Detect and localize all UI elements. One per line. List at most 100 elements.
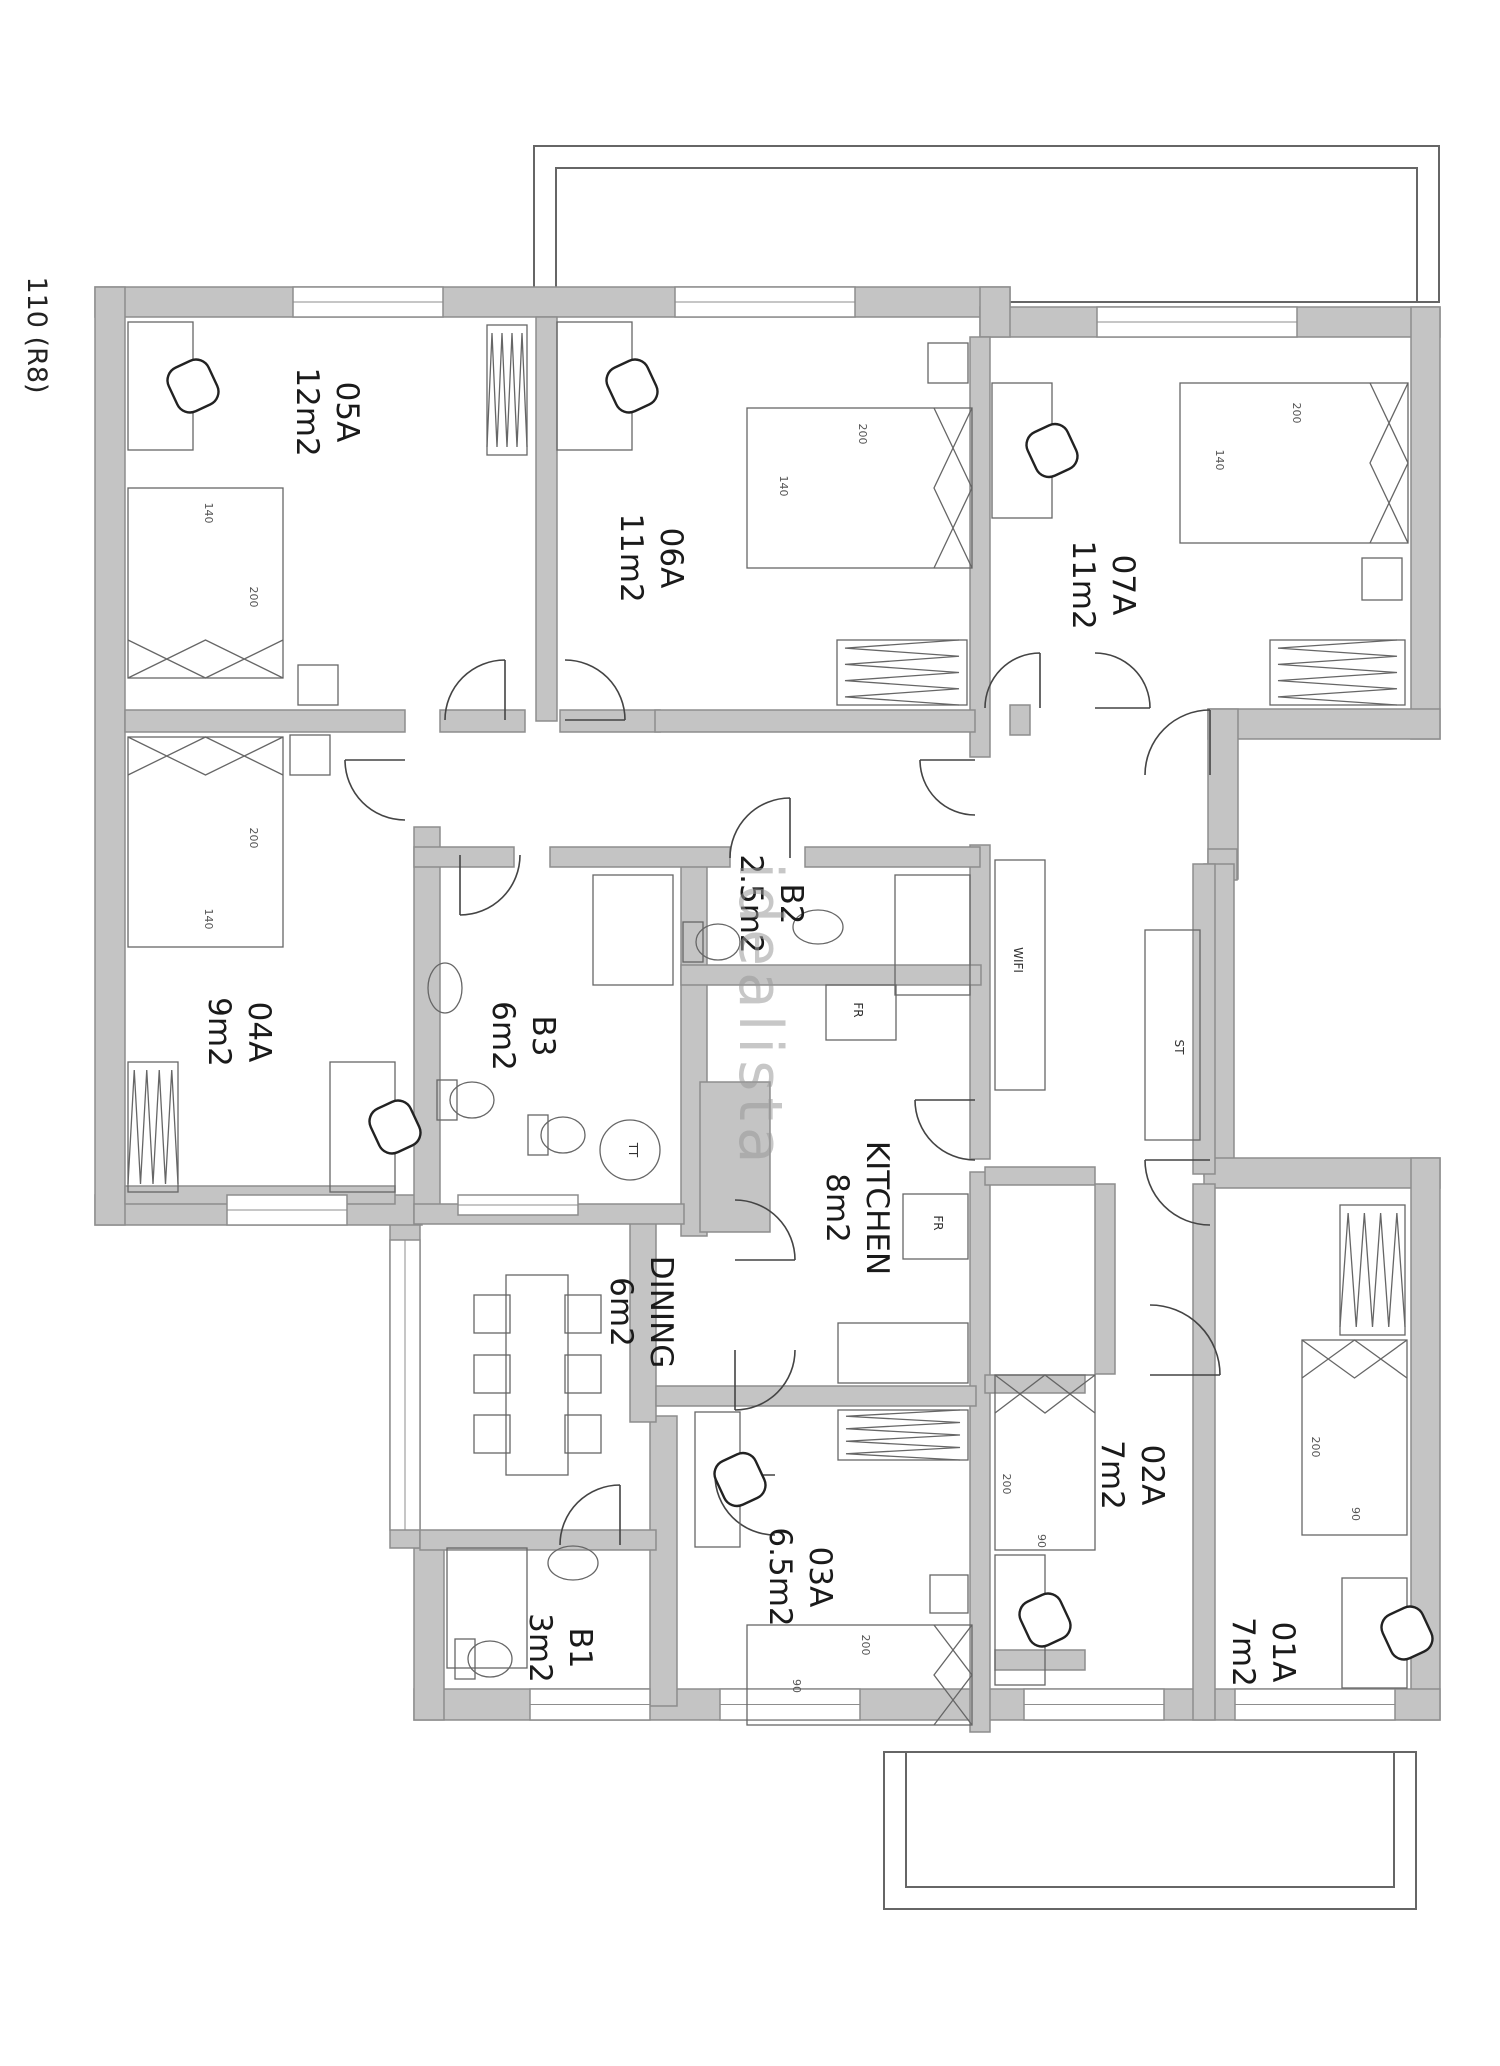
terrace-bottom-inner [905,1751,1395,1888]
room-kitchen-label: KITCHEN 8m2 [819,1141,895,1275]
bed-pillow-0 [127,639,284,679]
fridge-small [825,984,897,1041]
dining-chair-5 [564,1414,602,1454]
dim-05a-width: 140 [202,503,215,524]
wifi-cabinet [994,859,1046,1091]
room-b2-area: 2.5m2 [733,854,769,953]
door-swing-9 [914,1099,976,1161]
room-07a-area: 11m2 [1065,540,1101,629]
toilet-tank-1 [436,1079,458,1121]
door-swing-3 [1094,652,1151,709]
wall-17 [969,336,991,758]
sink-b2 [792,909,844,945]
chair-5 [1018,1592,1072,1648]
shower-b3 [592,874,674,986]
wardrobe-0 [486,324,528,456]
terrace-top [533,145,1440,303]
room-05a-label: 05A 12m2 [289,367,365,456]
wall-41 [1094,1183,1116,1375]
shower-tray [599,1119,661,1181]
chair-1 [605,358,659,414]
toilet-tank-2 [527,1114,549,1156]
wardrobe-zigzag-5 [1339,1212,1406,1328]
room-01a-area: 7m2 [1225,1617,1261,1687]
room-03a-name: 03A [802,1547,838,1608]
room-b3-area: 6m2 [485,1001,521,1071]
wall-37 [419,1529,657,1551]
dim-04a-length: 200 [247,828,260,849]
wardrobe-zigzag-2 [844,639,960,706]
room-b1-label: B1 3m2 [522,1613,598,1683]
windows [226,286,1396,1721]
wall-22 [969,1171,991,1733]
door-swing-13 [734,1349,796,1411]
dining-chair-0 [473,1294,511,1334]
wall-10 [413,1547,445,1721]
dining-chair-4 [564,1354,602,1394]
room-07a-name: 07A [1105,555,1141,616]
bed-pillow-1 [127,736,284,776]
room-04a-area: 9m2 [201,997,237,1067]
wall-29 [654,709,976,733]
fr-tag-kitchen: FR [931,1215,945,1230]
room-01a-label: 01A 7m2 [1225,1617,1301,1687]
room-b2-name: B2 [773,884,809,925]
room-01a-name: 01A [1265,1622,1301,1683]
room-03a-label: 03A 6.5m2 [762,1527,838,1626]
room-04a-name: 04A [241,1002,277,1063]
chair-4 [713,1451,767,1508]
furniture [127,321,1434,1726]
room-03a-area: 6.5m2 [762,1527,798,1626]
toilet-bowl-2 [540,1116,586,1154]
room-06a-label: 06A 11m2 [613,513,689,602]
dim-01a-width: 90 [1349,1507,1362,1521]
storage-st [1144,929,1201,1141]
wall-21 [1192,863,1216,1175]
wall-15 [535,316,558,722]
wall-25 [629,1211,657,1423]
door-swing-2 [984,652,1041,709]
room-b2-label: B2 2.5m2 [733,854,809,953]
wardrobe-zigzag-1 [127,1069,179,1185]
room-02a-area: 7m2 [1094,1440,1130,1510]
watermark: idealista [725,862,795,1169]
fr-tag-small: FR [851,1002,865,1017]
room-04a-label: 04A 9m2 [201,997,277,1067]
nightstand-06a [927,342,969,384]
dining-table [505,1274,569,1476]
door-swing-0 [444,659,506,721]
door-swing-5 [459,854,521,916]
bed-pillow-3 [1369,382,1409,544]
room-b1-name: B1 [562,1628,598,1669]
door-swing-4 [344,759,406,821]
wifi-tag: WIFI [1011,947,1025,973]
st-tag: ST [1172,1040,1186,1056]
room-dining-label: DINING 6m2 [603,1256,679,1369]
room-05a-area: 12m2 [289,367,325,456]
dim-03a-width: 90 [790,1679,803,1693]
dining-chair-2 [473,1414,511,1454]
sink-b3 [427,962,463,1014]
fridge-kitchen [902,1193,969,1260]
dining-chair-3 [564,1294,602,1334]
toilet-bowl-0 [695,923,741,961]
room-kitchen-area: 8m2 [819,1173,855,1243]
chair-3 [368,1099,422,1155]
toilet-bowl-1 [449,1081,495,1119]
nightstand-04a [289,734,331,776]
wardrobe-zigzag-4 [845,1409,961,1461]
room-kitchen-name: KITCHEN [859,1141,895,1275]
room-dining-name: DINING [643,1256,679,1369]
bed-pillow-2 [933,407,973,569]
room-06a-name: 06A [653,528,689,589]
room-dining-area: 6m2 [603,1277,639,1347]
door-swing-10 [1144,1159,1211,1226]
plan-code: 110 (R8) [21,276,52,393]
dim-07a-width: 140 [1213,450,1226,471]
bed-pillow-6 [933,1624,973,1726]
wardrobe-4 [837,1409,969,1461]
room-06a-area: 11m2 [613,513,649,602]
wardrobe-5 [1339,1204,1406,1336]
wall-38 [984,1166,1096,1186]
wall-27 [439,709,526,733]
